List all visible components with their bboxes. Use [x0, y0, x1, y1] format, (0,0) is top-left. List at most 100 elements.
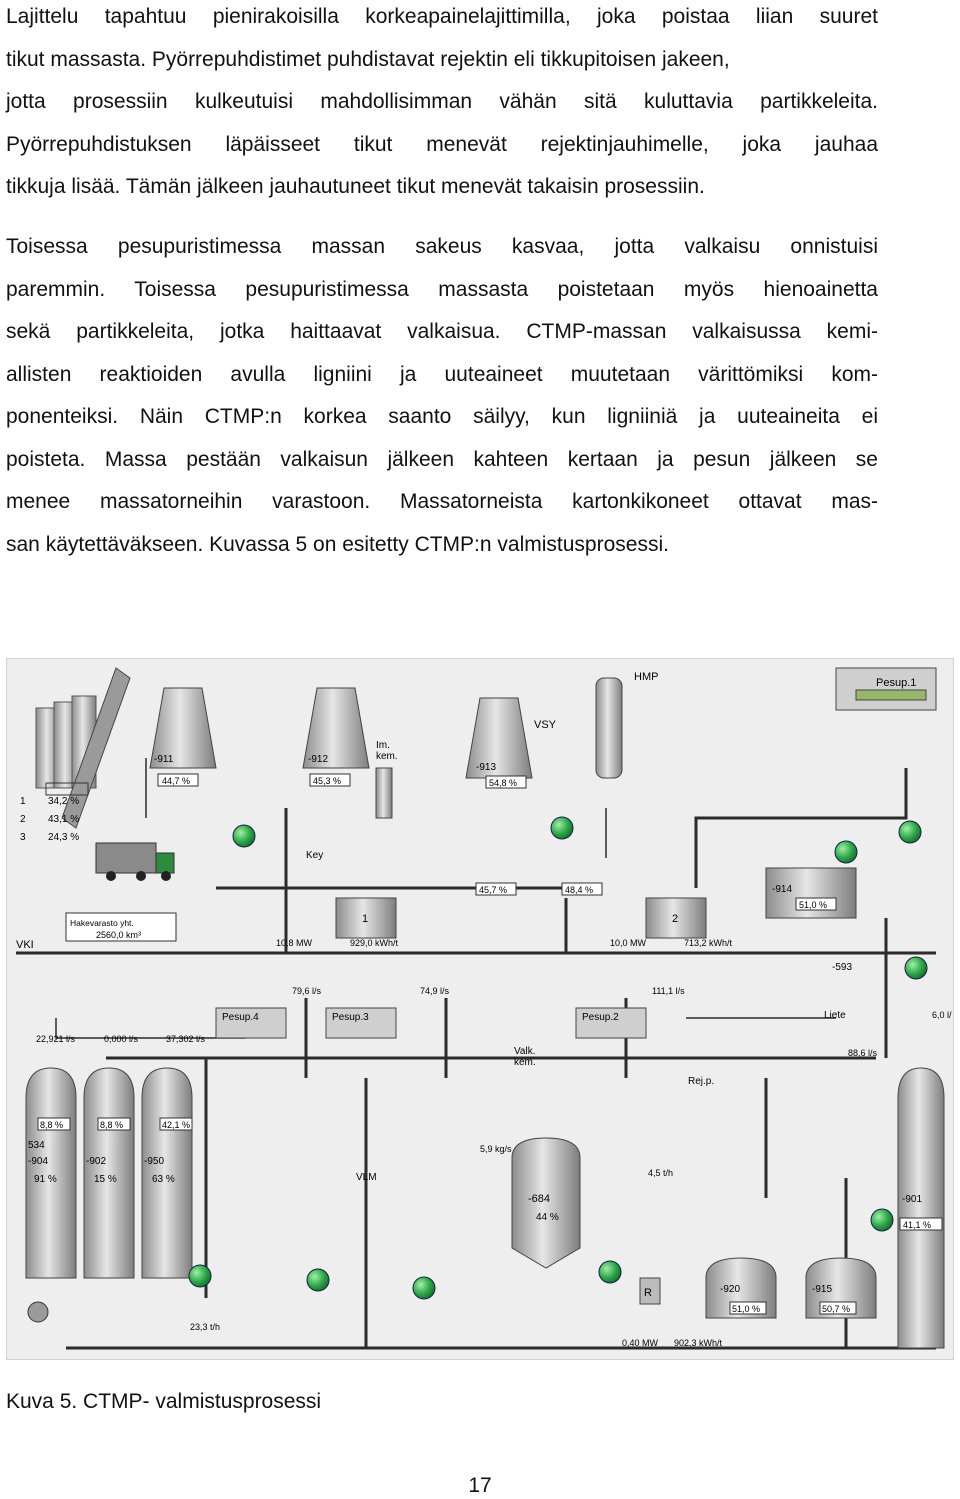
tank-label: -920: [720, 1284, 740, 1295]
flow-value: 88,6 l/s: [848, 1048, 878, 1058]
text-line: allisten reaktioiden avulla ligniini ja …: [6, 362, 878, 386]
flow-value: 0,000 l/s: [104, 1034, 139, 1044]
paragraph-2: Toisessa pesupuristimessa massan sakeus …: [6, 226, 878, 566]
power-value: 0,40 MW: [622, 1338, 659, 1348]
silo-level: 43,1 %: [48, 814, 79, 825]
text-line: sekä partikkeleita, jotka haittaavat val…: [6, 320, 878, 343]
bleach-chem-label: Valk.kem.: [514, 1046, 536, 1068]
chip-silos: [35, 667, 131, 829]
text-line: Pyörrepuhdistuksen läpäisseet tikut mene…: [6, 132, 878, 156]
tower-pct: 91 %: [34, 1174, 57, 1185]
text-line: Toisessa pesupuristimessa massan sakeus …: [6, 235, 878, 258]
tank-label: -915: [812, 1284, 832, 1295]
silo-number: 3: [20, 832, 26, 843]
tower-label: -904: [28, 1156, 48, 1167]
hmp-label: HMP: [634, 671, 658, 683]
tower-901: [897, 1067, 945, 1349]
flow-value: 22,921 l/s: [36, 1034, 76, 1044]
figure-caption: Kuva 5. CTMP- valmistusprosessi: [6, 1390, 322, 1413]
washer-3: [325, 1007, 397, 1039]
steam-separator: [595, 677, 623, 779]
refiner-1: [335, 897, 397, 939]
tank-label: -914: [772, 884, 792, 895]
refiner-energy: 713,2 kWh/t: [684, 938, 733, 948]
text-line: jotta prosessiin kulkeutuisi mahdollisim…: [6, 90, 878, 113]
tank-911: [149, 687, 217, 769]
flow-value: 23,3 t/h: [190, 1322, 220, 1332]
refiner-2: [645, 897, 707, 939]
refiner-number: 1: [362, 913, 368, 925]
text-line: paremmin. Toisessa pesupuristimessa mass…: [6, 277, 878, 301]
text-line: tikkuja lisää. Tämän jälkeen jauhautunee…: [6, 175, 705, 198]
tower-pct: 15 %: [94, 1174, 117, 1185]
page-number: 17: [468, 1474, 492, 1497]
tower-pct: 63 %: [152, 1174, 175, 1185]
key-label: Key: [306, 850, 323, 861]
tower-level: 42,1 %: [162, 1120, 190, 1130]
washer-2: [575, 1007, 647, 1039]
refiner-energy: 929,0 kWh/t: [350, 938, 399, 948]
storage-tower-950: [141, 1067, 193, 1279]
refiner-power: 10,0 MW: [610, 938, 647, 948]
tank-level: 44 %: [536, 1212, 559, 1223]
refiner-level: 48,4 %: [565, 885, 593, 895]
silo-number: 2: [20, 814, 26, 825]
storage-value: 2560,0 km³: [96, 930, 141, 940]
flow-value: 4,5 t/h: [648, 1168, 673, 1178]
tank-label: -913: [476, 762, 496, 773]
tower-level: 8,8 %: [40, 1120, 63, 1130]
washer-label: Pesup.1: [876, 677, 916, 689]
tower-label: -950: [144, 1156, 164, 1167]
vsy-label: VSY: [534, 719, 557, 731]
text-line: san käytettäväkseen. Kuvassa 5 on esitet…: [6, 532, 669, 556]
tank-label: -911: [154, 754, 174, 765]
ctmp-process-diagram: 1 2 3 34,2 % 43,1 % 24,3 % Hakevarasto y…: [6, 658, 954, 1360]
tank-level: 51,0 %: [732, 1304, 760, 1314]
silo-level: 24,3 %: [48, 832, 79, 843]
storage-tower-904: [25, 1067, 77, 1279]
sludge-label: Liete: [824, 1010, 846, 1021]
tank-level: 50,7 %: [822, 1304, 850, 1314]
flow-value: 111,1 l/s: [652, 986, 685, 996]
tank-913: [465, 697, 533, 779]
tower-value: 534: [28, 1140, 45, 1151]
tank-label: -593: [832, 962, 852, 973]
flow-value: 5,9 kg/s: [480, 1144, 512, 1154]
tank-level: 44,7 %: [162, 776, 190, 786]
pump-icons: [27, 816, 928, 1323]
tank-level: 54,8 %: [489, 778, 517, 788]
refiner-level: 45,7 %: [479, 885, 507, 895]
flow-value: 74,9 l/s: [420, 986, 450, 996]
text-line: ponenteiksi. Näin CTMP:n korkea saanto s…: [6, 405, 878, 428]
flow-value: 6,0 l/: [932, 1010, 952, 1020]
tank-level: 41,1 %: [903, 1220, 931, 1230]
tank-912: [302, 687, 370, 769]
text-line: menee massatorneihin varastoon. Massator…: [6, 490, 878, 513]
energy-value: 902,3 kWh/t: [674, 1338, 723, 1348]
silo-number: 1: [20, 796, 26, 807]
tower-label: -902: [86, 1156, 106, 1167]
refiner-power: 10,8 MW: [276, 938, 313, 948]
washer-label: Pesup.3: [332, 1012, 369, 1023]
chem-label: Im.kem.: [376, 740, 398, 762]
tank-label: -901: [902, 1194, 922, 1205]
washer-4: [215, 1007, 287, 1039]
r-label: R: [644, 1287, 652, 1299]
vki-label: VKI: [16, 939, 34, 951]
paragraph-1: Lajittelu tapahtuu pienirakoisilla korke…: [6, 0, 878, 209]
tank-level: 51,0 %: [799, 900, 827, 910]
tank-label: -684: [528, 1193, 550, 1205]
washer-label: Pesup.2: [582, 1012, 619, 1023]
text-line: tikut massasta. Pyörrepuhdistimet puhdis…: [6, 47, 730, 71]
tank-label: -912: [308, 754, 328, 765]
storage-label: Hakevarasto yht.: [70, 918, 134, 928]
tank-level: 45,3 %: [313, 776, 341, 786]
text-line: poisteta. Massa pestään valkaisun jälkee…: [6, 447, 878, 471]
vlm-label: VLM: [356, 1172, 377, 1183]
tower-level: 8,8 %: [100, 1120, 123, 1130]
text-line: Lajittelu tapahtuu pienirakoisilla korke…: [6, 5, 878, 28]
chip-truck-icon: [95, 842, 175, 881]
flow-value: 79,6 l/s: [292, 986, 322, 996]
silo-level: 34,2 %: [48, 796, 79, 807]
storage-tower-902: [83, 1067, 135, 1279]
